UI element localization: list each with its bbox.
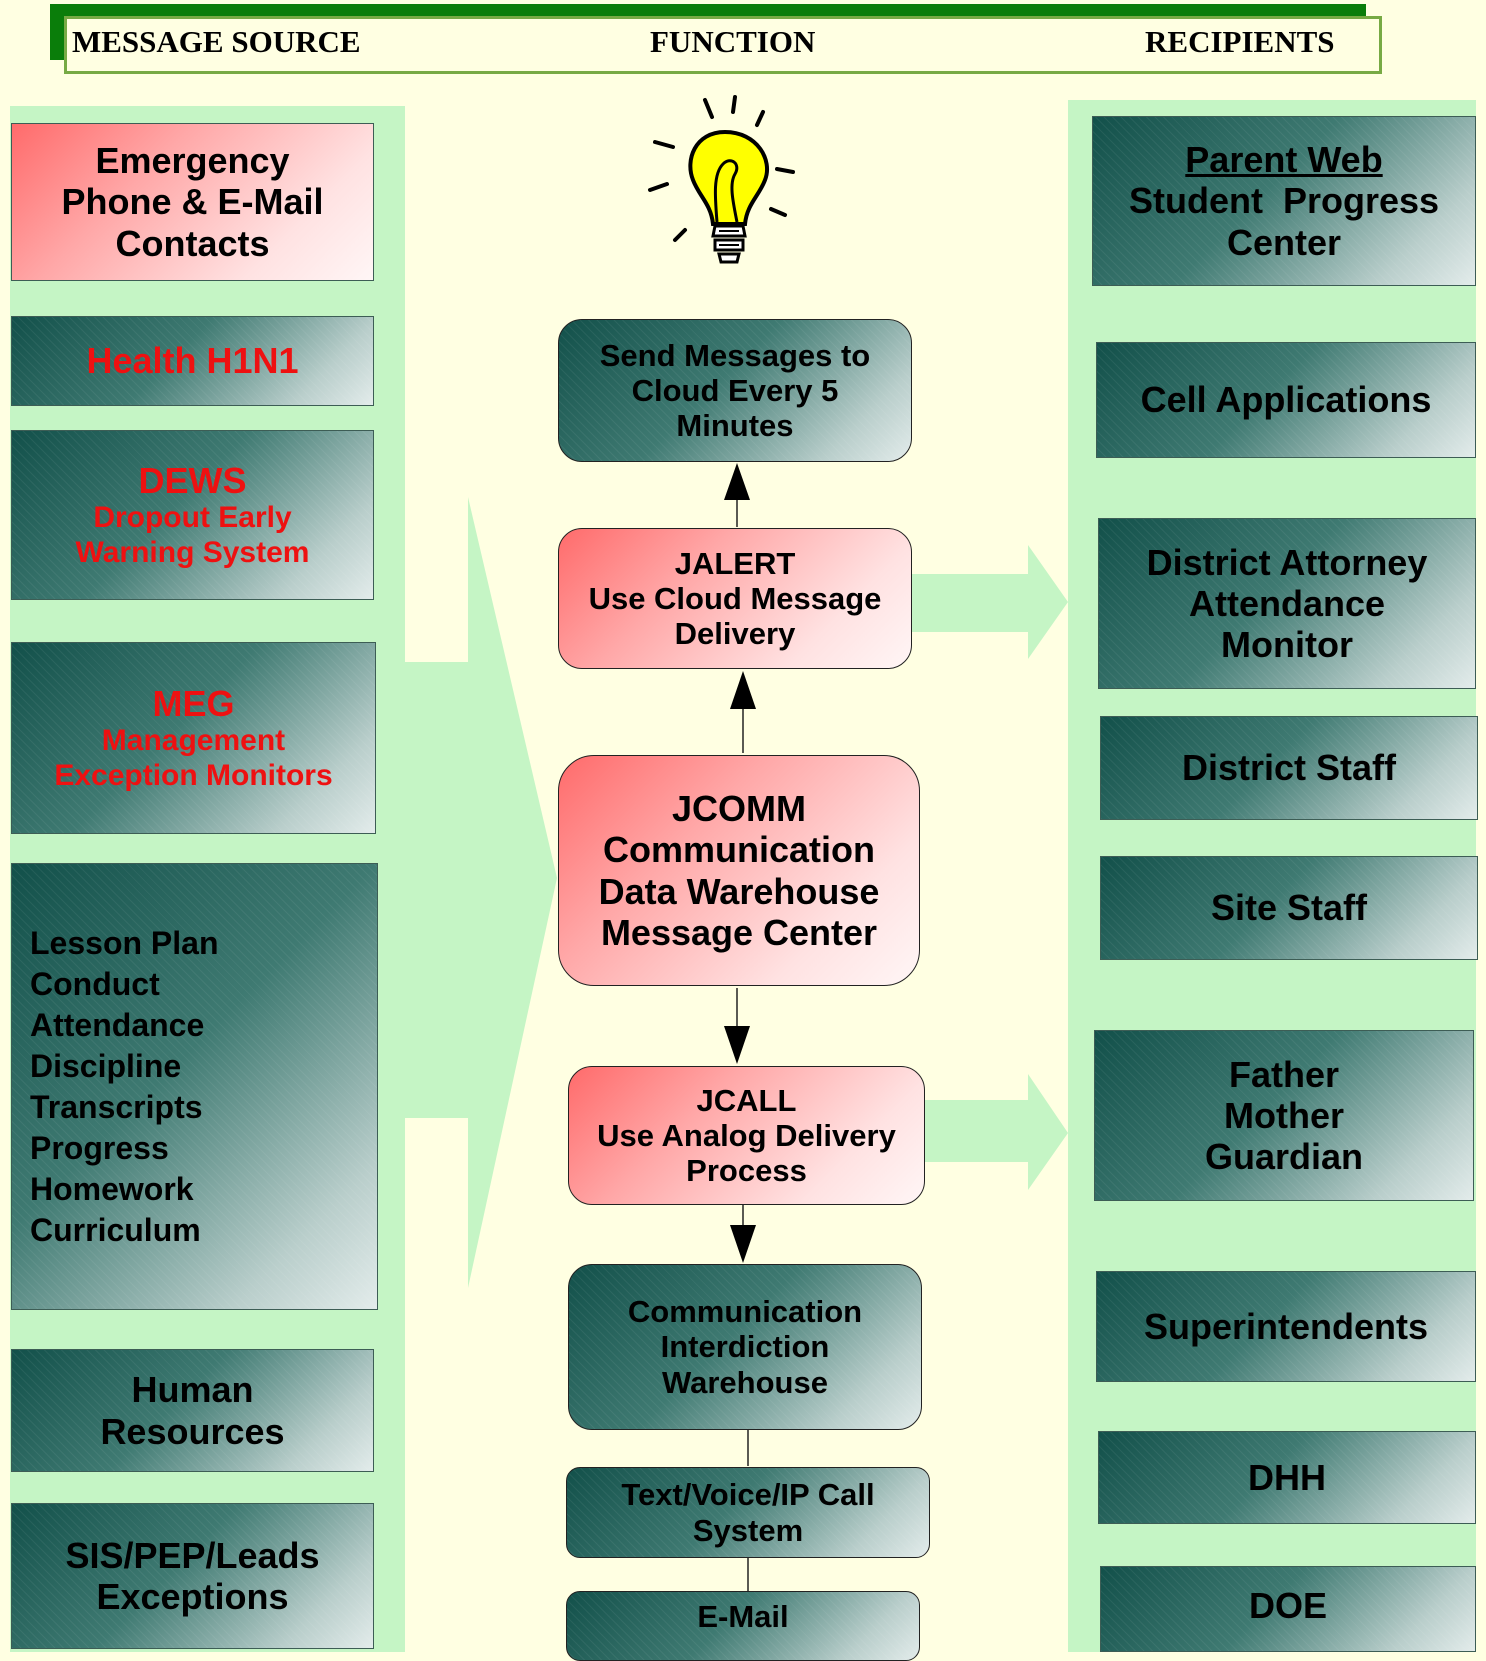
source-human-resources: Human Resources [11, 1349, 374, 1472]
parent-web-subtitle: Student Progress Center [1128, 180, 1440, 263]
jalert-to-recipients-arrow [910, 545, 1068, 659]
recipient-district-attorney: District Attorney Attendance Monitor [1098, 518, 1476, 689]
list-item: Conduct [30, 965, 160, 1002]
source-dews: DEWS Dropout Early Warning System [11, 430, 374, 600]
function-text-voice-ip: Text/Voice/IP Call System [566, 1467, 930, 1558]
arrow-to-send-messages [724, 463, 750, 500]
student-data-items: Lesson Plan Conduct Attendance Disciplin… [30, 923, 219, 1251]
meg-title: MEG [152, 683, 235, 725]
source-emergency-contacts: Emergency Phone & E-Mail Contacts [11, 123, 374, 281]
arrow-to-jalert [730, 671, 756, 709]
dews-title: DEWS [138, 460, 247, 502]
function-interdiction-warehouse: Communication Interdiction Warehouse [568, 1264, 922, 1430]
header-message-source: MESSAGE SOURCE [72, 24, 361, 59]
recipient-site-staff: Site Staff [1100, 856, 1478, 960]
recipient-dhh: DHH [1098, 1431, 1476, 1524]
list-item: Lesson Plan [30, 924, 219, 961]
list-item: Discipline [30, 1047, 182, 1084]
function-jcomm: JCOMM Communication Data Warehouse Messa… [558, 755, 920, 986]
recipient-cell-applications: Cell Applications [1096, 342, 1476, 458]
source-flow-arrow [404, 497, 557, 1288]
recipient-superintendents: Superintendents [1096, 1271, 1476, 1382]
header-function: FUNCTION [650, 24, 816, 59]
recipient-parent-web: Parent Web Student Progress Center [1092, 116, 1476, 286]
meg-subtitle: Management Exception Monitors [54, 724, 333, 792]
recipient-doe: DOE [1100, 1566, 1476, 1652]
parent-web-link[interactable]: Parent Web [1185, 139, 1383, 181]
source-health-h1n1: Health H1N1 [11, 316, 374, 406]
source-meg: MEG Management Exception Monitors [11, 642, 376, 834]
function-send-messages: Send Messages to Cloud Every 5 Minutes [558, 319, 912, 462]
recipient-district-staff: District Staff [1100, 716, 1478, 820]
jcall-to-recipients-arrow [924, 1074, 1068, 1190]
list-item: Curriculum [30, 1211, 201, 1248]
list-item: Progress [30, 1129, 169, 1166]
function-jalert: JALERT Use Cloud Message Delivery [558, 528, 912, 669]
source-sis-exceptions: SIS/PEP/Leads Exceptions [11, 1503, 374, 1649]
recipient-parents: Father Mother Guardian [1094, 1030, 1474, 1201]
header-recipients: RECIPIENTS [1145, 24, 1335, 59]
dews-subtitle: Dropout Early Warning System [75, 501, 310, 569]
function-email: E-Mail [566, 1591, 920, 1661]
list-item: Homework [30, 1170, 194, 1207]
source-student-data-list: Lesson Plan Conduct Attendance Disciplin… [11, 863, 378, 1310]
list-item: Attendance [30, 1006, 205, 1043]
list-item: Transcripts [30, 1088, 203, 1125]
header-box [64, 16, 1382, 74]
arrow-to-interdiction [730, 1225, 756, 1263]
arrow-to-jcall [724, 1026, 750, 1064]
function-jcall: JCALL Use Analog Delivery Process [568, 1066, 925, 1205]
lightbulb-icon [648, 95, 795, 264]
